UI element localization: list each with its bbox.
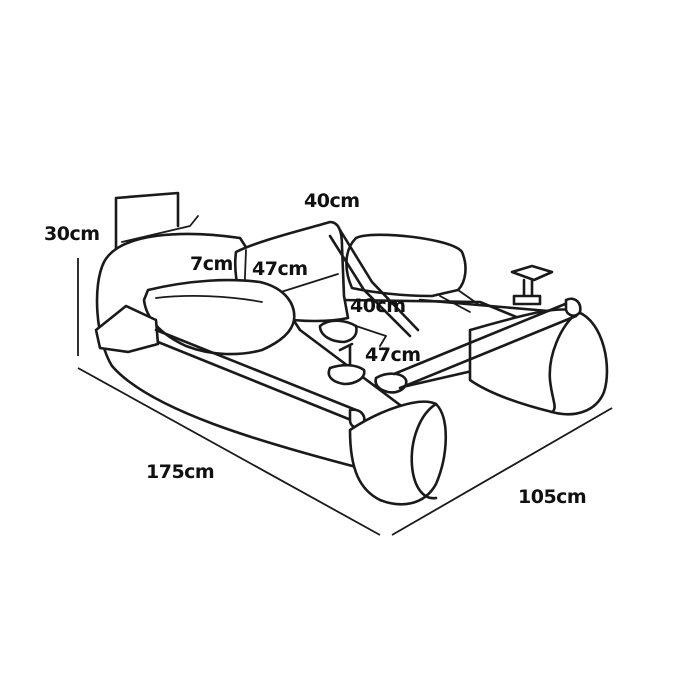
- dimension-label-overall-length: 175cm: [146, 461, 215, 483]
- dimension-label-seat-gap: 7cm: [190, 253, 233, 275]
- seat-strap: [328, 228, 420, 338]
- dimension-label-backrest-height: 30cm: [44, 223, 100, 245]
- right-oar: [374, 297, 582, 394]
- length-dimension-line: [77, 367, 381, 536]
- dimension-label-seat-width-top: 40cm: [304, 190, 360, 212]
- rear-seat-cushion: [345, 233, 479, 313]
- dimension-label-seat-depth: 40cm: [350, 295, 406, 317]
- dimension-label-backrest-width: 47cm: [252, 258, 308, 280]
- width-dimension-line: [391, 407, 613, 536]
- front-pontoon-end: [348, 400, 448, 506]
- left-oar: [94, 304, 366, 429]
- rod-holder-center: [327, 342, 366, 386]
- dimension-lines: [77, 258, 613, 536]
- dimension-label-overall-width: 105cm: [518, 486, 587, 508]
- right-pontoon: [468, 308, 609, 416]
- rod-holder-front-right: [510, 264, 554, 306]
- dimension-label-seat-length: 47cm: [365, 344, 421, 366]
- front-seat-cushion: [142, 278, 296, 356]
- foot-rest: [318, 319, 387, 347]
